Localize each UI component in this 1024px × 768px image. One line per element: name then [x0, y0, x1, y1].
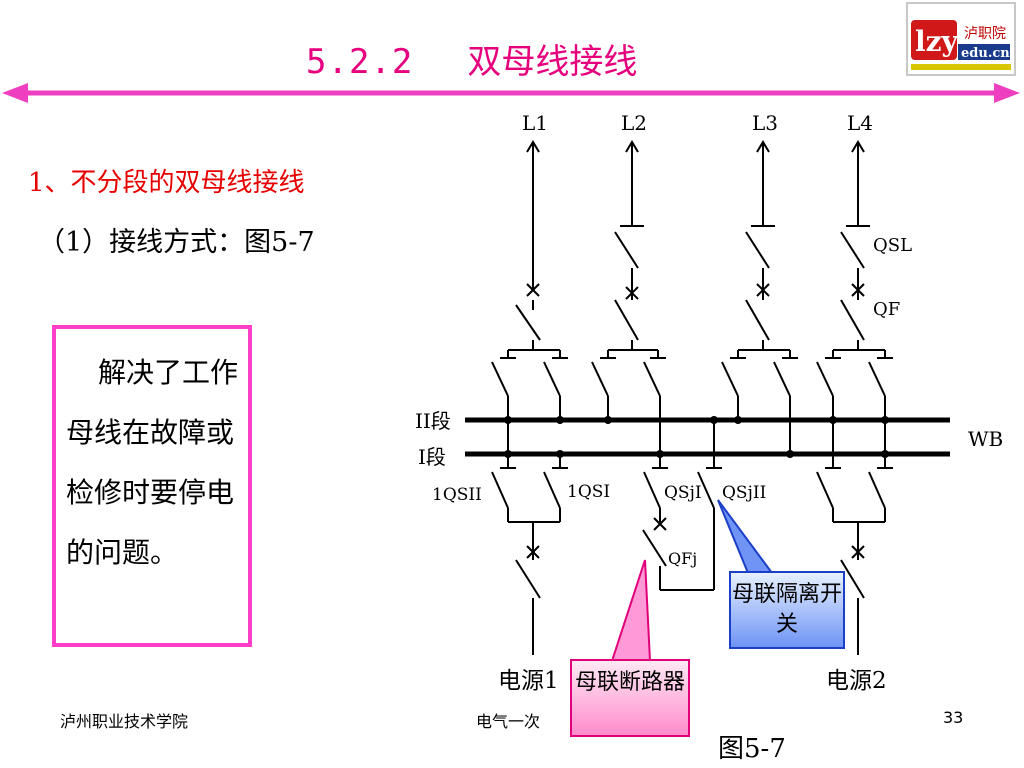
- footer-institution: 泸州职业技术学院: [60, 712, 189, 731]
- logo-graphic: lzy 泸职院 edu.cn: [908, 4, 1014, 74]
- logo-domain: edu.cn: [961, 46, 1010, 61]
- label-qf: QF: [873, 299, 900, 320]
- title-number: 5.2.2: [306, 42, 414, 82]
- label-l3: L3: [752, 111, 778, 135]
- callout-qf-pointer: [610, 559, 652, 662]
- page-title: 5.2.2 双母线接线: [306, 36, 666, 88]
- callout-bus-tie-disconnector: 母联隔离开关: [729, 571, 845, 649]
- college-logo: lzy 泸职院 edu.cn: [906, 2, 1016, 76]
- label-wb: WB: [968, 427, 1003, 451]
- label-bus-ii: II段: [415, 409, 451, 433]
- logo-brand: lzy: [915, 25, 959, 58]
- logo-cn: 泸职院: [964, 26, 1006, 42]
- footer-course: 电气一次: [476, 712, 541, 731]
- label-l2: L2: [621, 111, 647, 135]
- callout-qs-pointer: [717, 499, 774, 574]
- label-source2: 电源2: [826, 668, 887, 694]
- figure-caption: 图5-7: [718, 734, 786, 764]
- label-qfj: QFj: [668, 549, 697, 568]
- label-source1: 电源1: [498, 668, 559, 694]
- label-bus-i: I段: [418, 445, 446, 469]
- note-box: 解决了工作母线在故障或检修时要停电的问题。: [52, 325, 252, 647]
- label-1qsi: 1QSI: [567, 482, 610, 502]
- footer-page-number: 33: [943, 708, 964, 727]
- label-l4: L4: [847, 111, 873, 135]
- label-qsji: QSjI: [664, 483, 702, 503]
- note-text: 解决了工作母线在故障或检修时要停电的问题。: [66, 356, 239, 569]
- label-qsl: QSL: [873, 235, 912, 256]
- wiring-method-label: （1）接线方式：图5-7: [38, 227, 315, 258]
- label-qsjii: QSjII: [722, 483, 766, 503]
- title-divider-arrow: [2, 83, 1020, 103]
- label-l1: L1: [522, 111, 548, 135]
- section-heading: 1、不分段的双母线接线: [28, 168, 305, 198]
- title-text: 双母线接线: [467, 42, 638, 82]
- callout-bus-tie-breaker: 母联断路器: [570, 659, 690, 737]
- label-1qsii: 1QSII: [432, 485, 482, 505]
